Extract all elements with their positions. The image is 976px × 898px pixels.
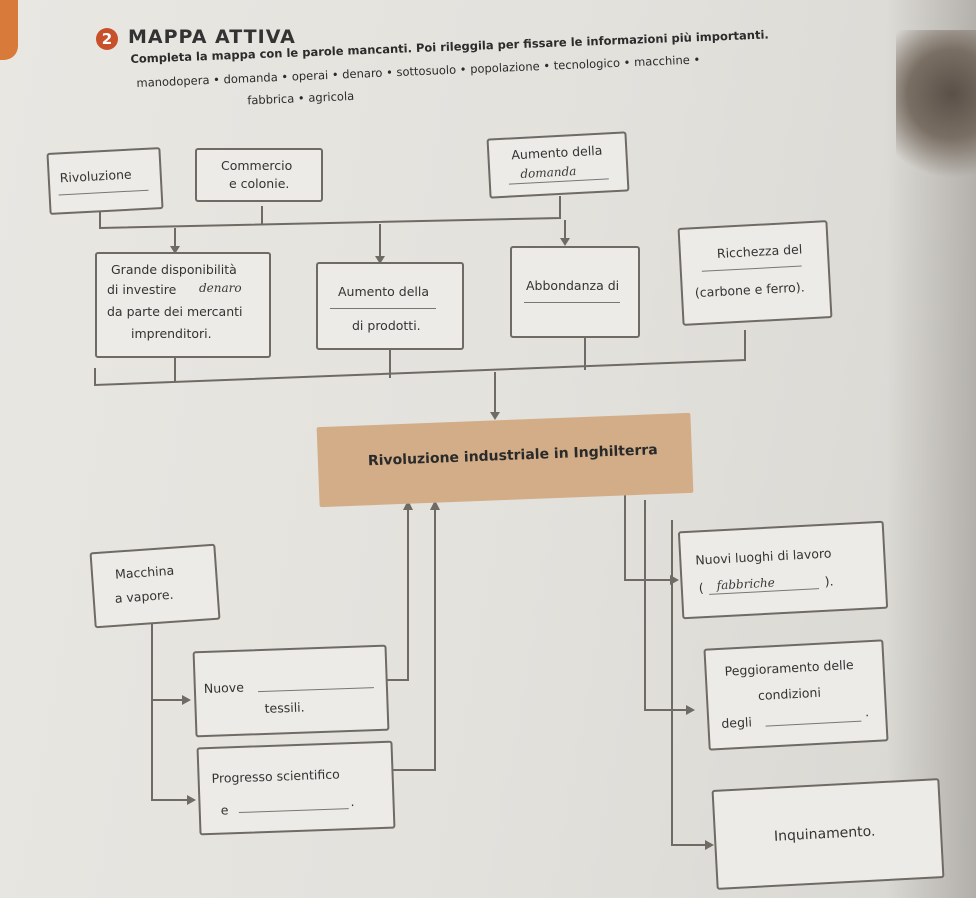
ricchezza-line-2: (carbone e ferro). xyxy=(694,279,805,301)
box-nuove-tessili: Nuove tessili. xyxy=(192,644,390,738)
rivoluzione-text: Rivoluzione xyxy=(59,166,132,186)
nuovi-open-paren: ( xyxy=(698,580,705,596)
peggioramento-line-1: Peggioramento delle xyxy=(724,656,855,679)
box-commercio: Commercio e colonie. xyxy=(195,148,323,202)
progresso-line-1: Progresso scientifico xyxy=(211,766,341,786)
exercise-title: MAPPA ATTIVA xyxy=(128,26,296,48)
rivoluzione-blank xyxy=(58,189,149,196)
commercio-line-1: Commercio xyxy=(221,158,293,173)
background-object xyxy=(896,30,976,190)
box-grande-disponibilita: Grande disponibilità di investire denaro… xyxy=(95,252,271,358)
box-peggioramento: Peggioramento delle condizioni degli . xyxy=(703,639,889,751)
ricchezza-blank xyxy=(701,265,802,272)
peggioramento-dot: . xyxy=(864,704,870,720)
nuove-blank xyxy=(257,687,374,693)
aumento2-blank xyxy=(330,308,436,309)
grande-line-4: imprenditori. xyxy=(131,326,212,341)
aumento-handwriting: domanda xyxy=(520,164,577,181)
progresso-dot: . xyxy=(350,793,355,810)
box-nuovi-luoghi: Nuovi luoghi di lavoro ( fabbriche ). xyxy=(677,520,889,620)
aumento2-line-1: Aumento della xyxy=(338,284,430,299)
central-title: Rivoluzione industriale in Inghilterra xyxy=(367,442,658,470)
inquinamento-text: Inquinamento. xyxy=(773,823,876,845)
box-aumento-domanda: Aumento della domanda xyxy=(486,131,630,199)
peggioramento-blank xyxy=(765,720,862,727)
peggioramento-line-3: degli xyxy=(720,714,753,731)
abbondanza-text: Abbondanza di xyxy=(526,278,620,293)
aumento-text: Aumento della xyxy=(511,142,603,163)
nuove-line-1: Nuove xyxy=(203,679,245,697)
grande-line-3: da parte dei mercanti xyxy=(107,304,243,319)
grande-handwriting: denaro xyxy=(199,281,242,295)
aumento2-line-2: di prodotti. xyxy=(352,318,421,333)
progresso-blank xyxy=(238,808,349,814)
commercio-line-2: e colonie. xyxy=(229,176,290,191)
abbondanza-blank xyxy=(524,302,620,303)
box-inquinamento: Inquinamento. xyxy=(711,778,945,890)
macchina-line-1: Macchina xyxy=(114,562,175,582)
nuove-line-2: tessili. xyxy=(264,699,305,716)
grande-line-2: di investire xyxy=(107,282,177,297)
orange-tab xyxy=(0,0,18,60)
macchina-line-2: a vapore. xyxy=(114,586,174,606)
progresso-line-2: e xyxy=(220,802,229,818)
box-rivoluzione: Rivoluzione xyxy=(46,147,164,215)
nuovi-line-1: Nuovi luoghi di lavoro xyxy=(694,545,832,568)
nuovi-close-paren: ). xyxy=(824,573,834,589)
ricchezza-line-1: Ricchezza del xyxy=(716,241,803,261)
central-topic: Rivoluzione industriale in Inghilterra xyxy=(316,412,694,508)
grande-line-1: Grande disponibilità xyxy=(111,262,237,277)
exercise-number: 2 xyxy=(96,28,118,50)
peggioramento-line-2: condizioni xyxy=(757,684,822,703)
box-macchina-vapore: Macchina a vapore. xyxy=(89,543,221,629)
box-progresso: Progresso scientifico e . xyxy=(196,740,396,836)
box-ricchezza: Ricchezza del (carbone e ferro). xyxy=(677,220,833,326)
box-aumento-prodotti: Aumento della di prodotti. xyxy=(316,262,464,350)
box-abbondanza: Abbondanza di xyxy=(510,246,640,338)
